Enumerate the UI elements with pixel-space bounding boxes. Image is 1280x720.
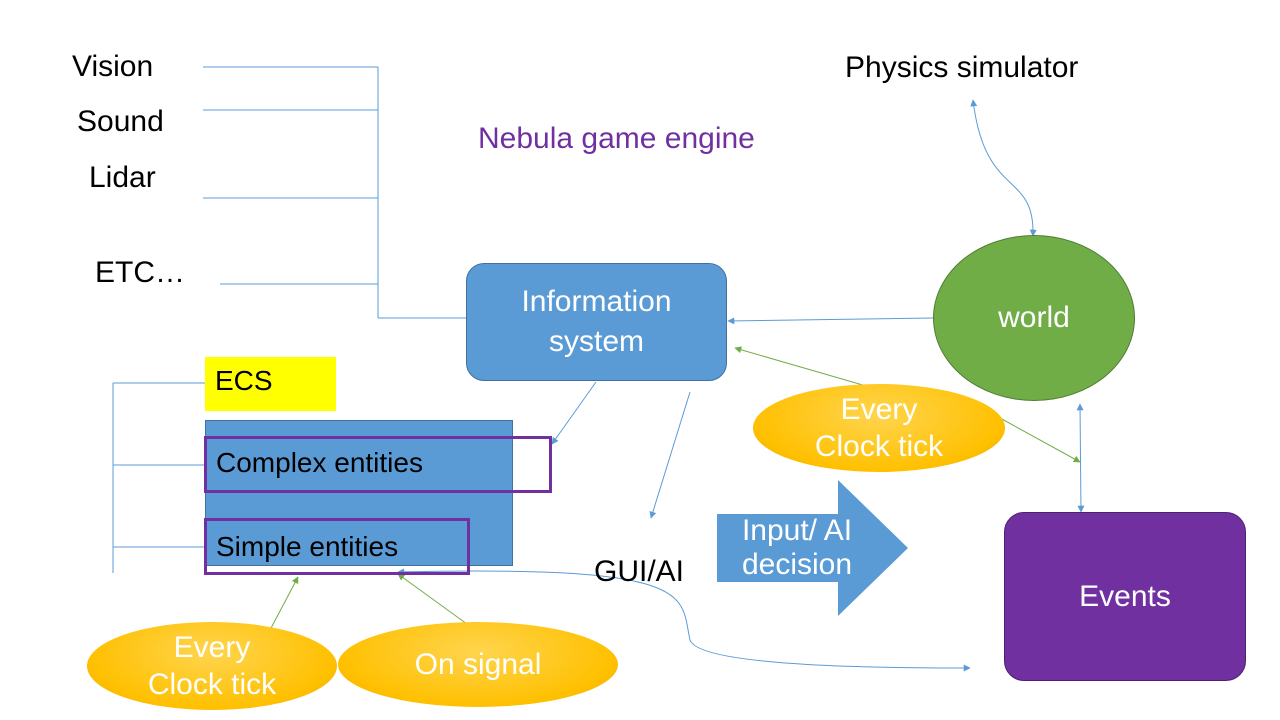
gui-ai-label: GUI/AI	[594, 555, 685, 588]
ecs-container	[205, 420, 513, 566]
physics-simulator-label: Physics simulator	[845, 51, 1079, 84]
ecs-label: ECS	[215, 365, 273, 396]
simple-entities-box: Simple entities	[204, 518, 470, 575]
world-info-arrow	[727, 317, 934, 325]
ecs-bracket	[112, 382, 205, 573]
bottom-tick-arrow	[269, 576, 299, 631]
tick-info-arrow	[734, 346, 881, 391]
world-tick-oval: Every Clock tick	[753, 384, 1005, 472]
info-gui-arrow	[649, 391, 691, 519]
input-sound-label: Sound	[77, 105, 164, 138]
tick-events-arrow	[999, 417, 1081, 463]
complex-entities-box: Complex entities	[204, 436, 552, 493]
simple-events-arrow	[397, 568, 971, 672]
ecs-label-box: ECS	[205, 357, 336, 411]
input-lidar-label: Lidar	[89, 161, 156, 194]
physics-world-arrow	[970, 99, 1037, 237]
input-ai-label: Input/ AI decision	[741, 513, 853, 582]
world-events-arrow	[1076, 403, 1085, 513]
information-system-box: Information system	[466, 263, 727, 381]
complex-entities-label: Complex entities	[216, 447, 423, 478]
info-complex-arrow	[551, 381, 597, 445]
events-box: Events	[1004, 512, 1246, 681]
input-vision-label: Vision	[72, 50, 154, 83]
on-signal-oval: On signal	[338, 622, 618, 707]
simple-entities-label: Simple entities	[216, 531, 399, 562]
world-node: world	[933, 235, 1135, 401]
sensor-bus	[203, 66, 469, 319]
engine-title: Nebula game engine	[478, 122, 755, 155]
input-etc-label: ETC…	[95, 256, 185, 289]
bottom-tick-oval: Every Clock tick	[87, 622, 337, 710]
input-ai-block-arrow	[717, 480, 908, 616]
